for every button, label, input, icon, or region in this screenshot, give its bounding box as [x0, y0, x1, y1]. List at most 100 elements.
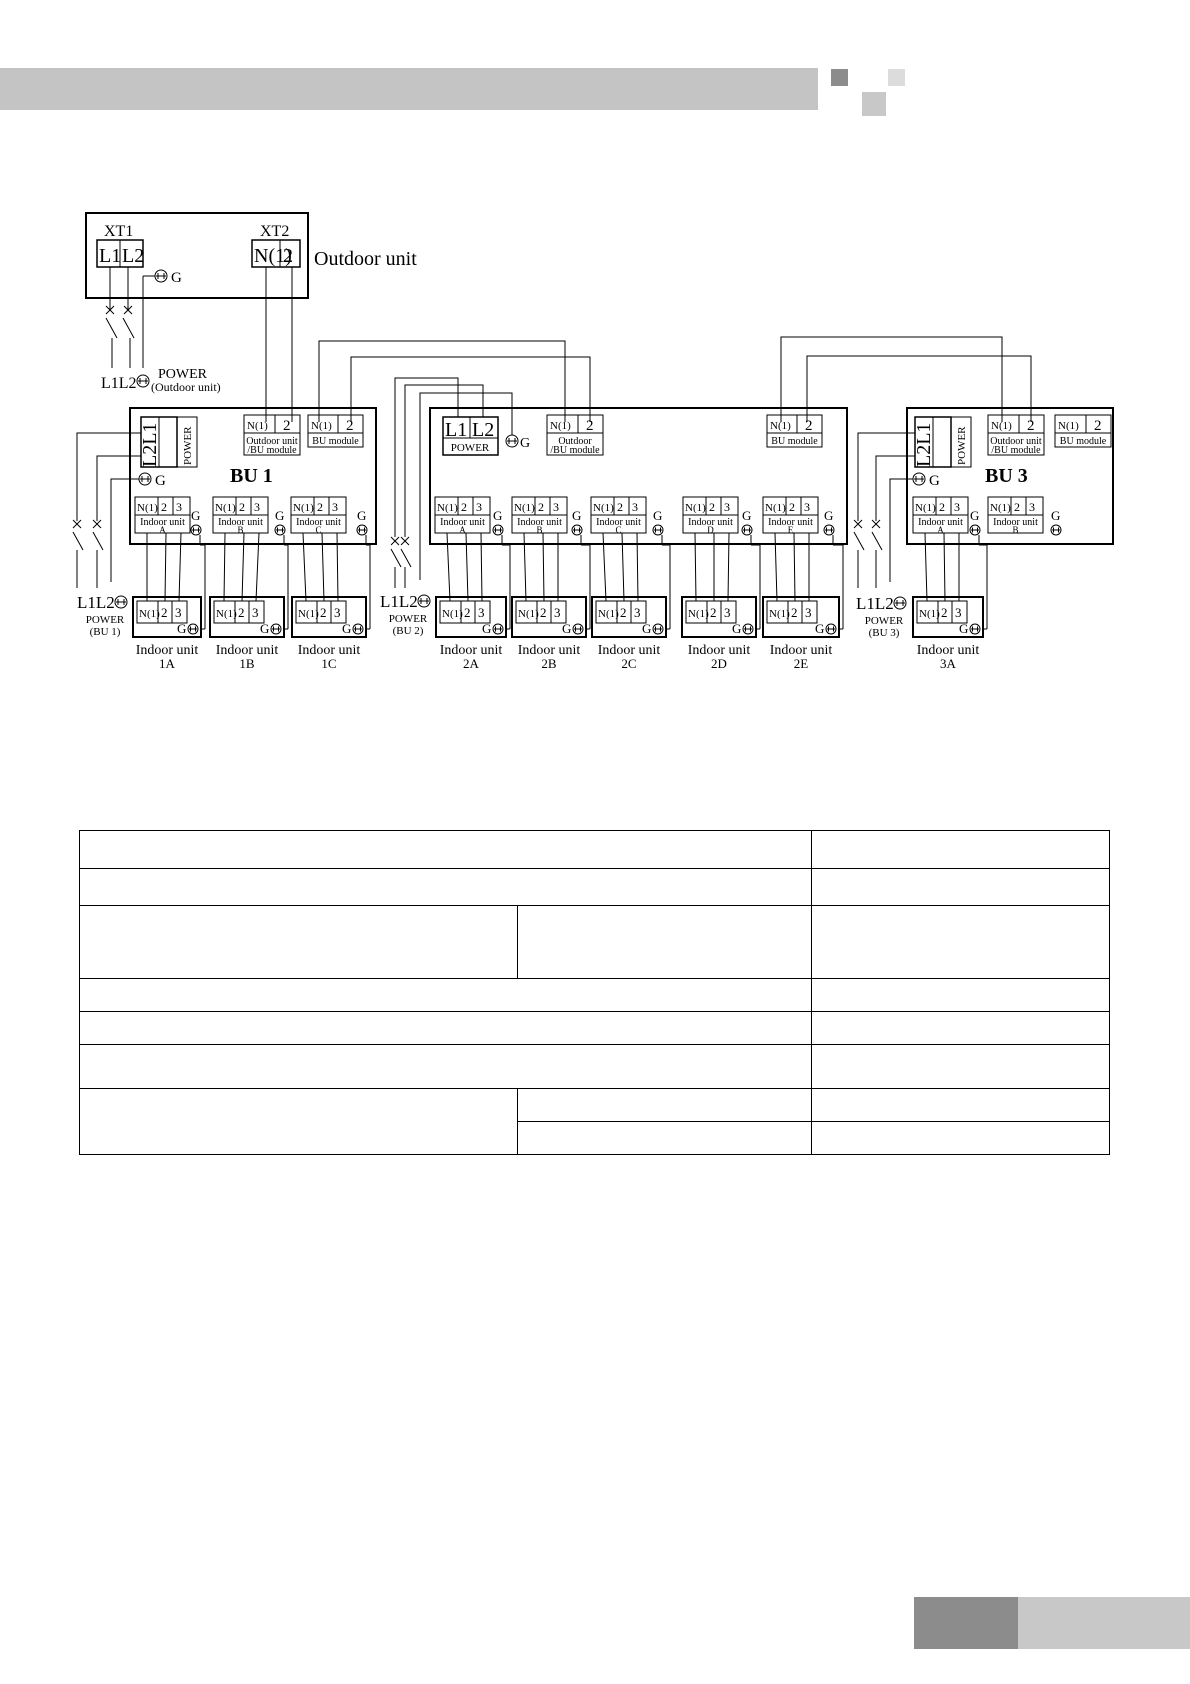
terminal-label-2: 2	[791, 605, 798, 620]
bu-box	[906, 407, 1114, 545]
indoor-unit-id: 2D	[711, 656, 727, 671]
terminal-label-n1: N(1)	[915, 502, 936, 514]
terminal-label-2: 2	[617, 500, 623, 514]
power-label: POWER	[182, 426, 194, 465]
terminal-label-g: G	[959, 621, 968, 636]
indoor-signal-wire	[336, 532, 339, 602]
terminal-label-n1: N(1)	[769, 608, 790, 620]
switch-blade	[105, 317, 118, 339]
indoor-signal-wire	[523, 532, 527, 602]
terminal-label-3: 3	[955, 605, 962, 620]
indoor-unit-label: Indoor unit	[298, 643, 361, 658]
terminal-label-3: 3	[724, 605, 731, 620]
terminal-label-n1: N(1)	[137, 502, 158, 514]
switch-blade	[92, 531, 104, 551]
terminal-label-box	[243, 432, 301, 456]
indoor-unit-id: 2A	[463, 656, 480, 671]
outdoor-power-label: POWER	[158, 367, 208, 382]
terminal-label-3: 3	[332, 500, 338, 514]
ground-icon	[1050, 524, 1062, 536]
table-cell	[79, 978, 812, 1012]
terminal-label-module: Outdoor unit	[990, 436, 1042, 447]
terminal-label-l2-l1: L2L1	[139, 423, 161, 467]
table-cell	[811, 868, 1110, 906]
terminal-label-n1: N(1)	[215, 502, 236, 514]
wire	[318, 340, 566, 422]
terminal-label-2: 2	[709, 500, 715, 514]
power-terminal-label: L1L2	[856, 594, 894, 613]
wire	[76, 432, 141, 521]
terminal-label-g: G	[177, 621, 186, 636]
terminal-strip-label: XT1	[104, 223, 133, 240]
terminal-label-indoor-unit: Indoor unit	[440, 517, 485, 528]
indoor-signal-wire	[793, 532, 796, 602]
wire	[394, 377, 459, 537]
ground-icon	[572, 623, 584, 635]
table-cell	[811, 978, 1110, 1012]
terminal-label-module: BU module	[1060, 436, 1107, 447]
terminal-label-n1: N(1)	[1058, 420, 1079, 432]
indoor-signal-wire	[223, 532, 226, 602]
header-bar	[0, 68, 818, 110]
indoor-unit-id: 1C	[321, 656, 336, 671]
terminal-label-3: 3	[805, 605, 812, 620]
indoor-terminal-block	[515, 600, 567, 624]
ground-icon	[969, 524, 981, 536]
terminal-label-2: 2	[461, 500, 467, 514]
table-cell	[79, 1088, 518, 1155]
indoor-signal-wire	[727, 532, 730, 602]
ground-icon	[893, 596, 907, 610]
terminal-label-g: G	[171, 270, 182, 286]
indoor-terminal-block	[916, 600, 968, 624]
indoor-signal-wire	[636, 532, 639, 602]
terminal-label-3: 3	[632, 500, 638, 514]
ground-icon	[417, 594, 431, 608]
terminal-label-2: 2	[538, 500, 544, 514]
terminal-label-2: 2	[161, 500, 167, 514]
terminal-label-2: 2	[1094, 418, 1102, 434]
terminal-label-g: G	[191, 508, 200, 523]
terminal-label-n1: N(1)	[514, 502, 535, 514]
table-cell	[79, 868, 812, 906]
terminal-label-module: BU module	[771, 436, 818, 447]
terminal-label-3: 3	[252, 605, 259, 620]
wire	[889, 478, 913, 582]
indoor-unit-box	[591, 596, 667, 638]
terminal-label-n1: N(1)	[216, 608, 237, 620]
terminal-label-module: Outdoor	[558, 436, 592, 447]
terminal-label-box	[134, 514, 191, 534]
terminal-label-n1: N(1)	[518, 608, 539, 620]
terminal-label-3: 3	[724, 500, 730, 514]
footer-bar-light	[1018, 1597, 1190, 1649]
wire	[806, 355, 1032, 422]
terminal-label-g: G	[155, 473, 166, 489]
terminal-label-box	[1054, 432, 1112, 448]
terminal-label-indoor-unit: Indoor unit	[218, 517, 263, 528]
indoor-unit-box	[209, 596, 285, 638]
terminal-label-l1: L1	[99, 245, 121, 267]
terminal-label-box	[912, 514, 969, 534]
indoor-signal-wire	[542, 532, 545, 602]
terminal-label-g: G	[493, 508, 502, 523]
switch-cross-icon	[72, 519, 82, 529]
wire	[404, 384, 484, 537]
terminal-label-n1: N(1)	[442, 608, 463, 620]
header-square-dark	[831, 69, 848, 86]
terminal-label-module: /BU module	[247, 445, 297, 456]
indoor-unit-id: 2B	[541, 656, 557, 671]
terminal-label-g: G	[815, 621, 824, 636]
terminal-label-2: 2	[586, 418, 594, 434]
indoor-unit-box	[435, 596, 507, 638]
terminal-label-2: 2	[710, 605, 717, 620]
power-label-box	[176, 416, 198, 468]
power-label: POWER	[86, 614, 125, 626]
indoor-signal-wire	[178, 532, 182, 602]
terminal-label-2: 2	[789, 500, 795, 514]
indoor-unit-label: Indoor unit	[518, 643, 581, 658]
terminal-label-box	[762, 514, 819, 534]
terminal-label-n1: N(1)	[550, 420, 571, 432]
wire	[875, 455, 915, 521]
indoor-terminal-block	[213, 600, 265, 624]
indoor-unit-box	[762, 596, 840, 638]
